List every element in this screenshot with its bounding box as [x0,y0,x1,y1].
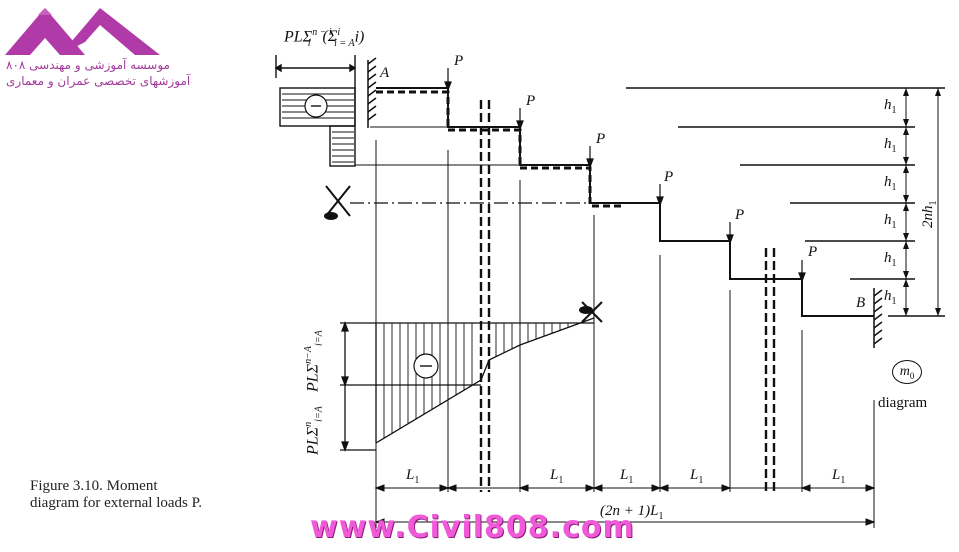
load-arrows [444,68,806,283]
support-b [873,288,883,348]
stair-beam-solid [376,87,874,317]
column-lines [375,140,875,528]
span-label-2: L1 [550,467,564,486]
support-b-label: B [856,295,866,311]
logo-line1: موسسه آموزشی و مهندسی ۸۰۸ [6,58,170,72]
level-lines [355,87,945,317]
inflection-mark-left [324,185,351,220]
load-label-1: P [454,53,464,69]
stair-beam-dashed [376,90,622,208]
logo-mark [5,8,160,55]
load-label-3: P [596,131,606,147]
story-height-2: h1 [884,136,897,155]
story-height-3: h1 [884,174,897,193]
inflection-mark-right [579,301,603,323]
top-moment-label: PLΣn − ii(Σii = Ai) [284,27,365,49]
top-moment-block [274,55,357,167]
load-label-6: P [808,244,818,260]
span-label-4: L1 [690,467,704,486]
support-a [367,57,377,128]
height-ticks [903,88,941,316]
m0-symbol: m0 [892,360,922,384]
story-height-5: h1 [884,250,897,269]
logo-line2: آموزشهای تخصصی عمران و معماری [6,74,191,88]
figure-caption: Figure 3.10. Moment diagram for external… [30,478,203,511]
span-label-3: L1 [620,467,634,486]
span-dimensions [374,484,876,526]
break-lines [479,100,776,492]
total-span-label: (2n + 1)L1 [600,503,664,522]
span-label-1: L1 [406,467,420,486]
story-height-1: h1 [884,97,897,116]
load-label-5: P [735,207,745,223]
left-dim-upper-label: PLΣn−Ai=A [303,330,325,392]
load-label-2: P [526,93,536,109]
left-dim-lower-label: PLΣni=A [303,406,325,455]
story-height-6: h1 [884,288,897,307]
total-height-label: 2nh1 [920,200,939,229]
moment-diagram [340,317,595,452]
load-label-4: P [664,169,674,185]
watermark: www.Civil808.com [310,510,635,545]
story-height-4: h1 [884,212,897,231]
support-a-label: A [380,65,390,81]
moment-hatch [383,323,569,438]
span-label-5: L1 [832,467,846,486]
diagram-word: diagram [878,395,928,411]
